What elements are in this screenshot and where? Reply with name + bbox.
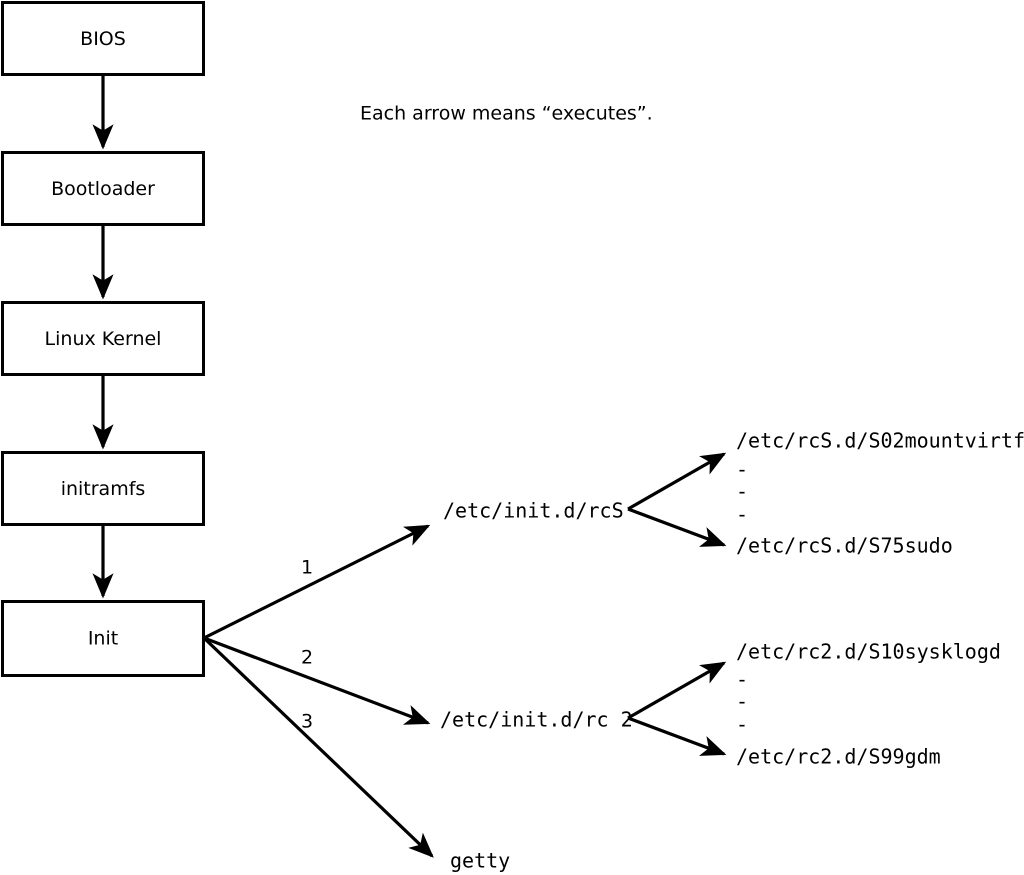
arrow-rc2-to-last-script	[627, 716, 727, 756]
label-rc2-first-script[interactable]: /etc/rc2.d/S10sysklogd	[736, 640, 1001, 664]
initramfs-box[interactable]	[1, 451, 205, 526]
arrow-rc2-to-first-script	[627, 661, 727, 720]
arrow-rcs-to-last-script	[627, 507, 727, 547]
branch-number-2: 2	[301, 647, 313, 669]
node-init[interactable]: Init	[1, 600, 205, 677]
linux-kernel-box[interactable]	[1, 301, 205, 376]
arrow-rcs-to-first-script	[627, 452, 727, 511]
label-getty[interactable]: getty	[450, 849, 510, 873]
node-linux-kernel[interactable]: Linux Kernel	[1, 301, 205, 376]
rc2-ellipsis-dash-3: -	[736, 713, 748, 737]
node-initramfs[interactable]: initramfs	[1, 451, 205, 526]
label-init-d-rc2[interactable]: /etc/init.d/rc 2	[440, 708, 633, 732]
init-label: Init	[88, 628, 118, 650]
rcs-ellipsis-dash-3: -	[736, 503, 748, 527]
node-bootloader[interactable]: Bootloader	[1, 151, 205, 226]
rc2-ellipsis-dash-2: -	[736, 690, 748, 714]
rcs-ellipsis-dash-2: -	[736, 480, 748, 504]
rc2-ellipsis-dash-1: -	[736, 668, 748, 692]
initramfs-label: initramfs	[61, 478, 146, 500]
branch-number-3: 3	[301, 711, 313, 733]
label-rcs-first-script[interactable]: /etc/rcS.d/S02mountvirtfs	[736, 429, 1024, 453]
arrow-init-to-rc2	[203, 636, 431, 725]
linux-kernel-label: Linux Kernel	[45, 328, 162, 350]
node-bios[interactable]: BIOS	[1, 1, 205, 76]
rcs-ellipsis-dash-1: -	[736, 458, 748, 482]
label-init-d-rcs[interactable]: /etc/init.d/rcS	[443, 499, 624, 523]
label-rcs-last-script[interactable]: /etc/rcS.d/S75sudo	[736, 534, 953, 558]
arrow-init-to-rcs	[203, 524, 431, 640]
bootloader-label: Bootloader	[51, 178, 155, 200]
bios-box[interactable]	[1, 1, 205, 76]
bootloader-box[interactable]	[1, 151, 205, 226]
label-rc2-last-script[interactable]: /etc/rc2.d/S99gdm	[736, 745, 941, 769]
arrow-init-to-getty	[202, 636, 434, 858]
init-box[interactable]	[1, 600, 205, 677]
legend-note: Each arrow means “executes”.	[360, 103, 653, 125]
bios-label: BIOS	[80, 28, 126, 50]
branch-number-1: 1	[301, 557, 313, 579]
